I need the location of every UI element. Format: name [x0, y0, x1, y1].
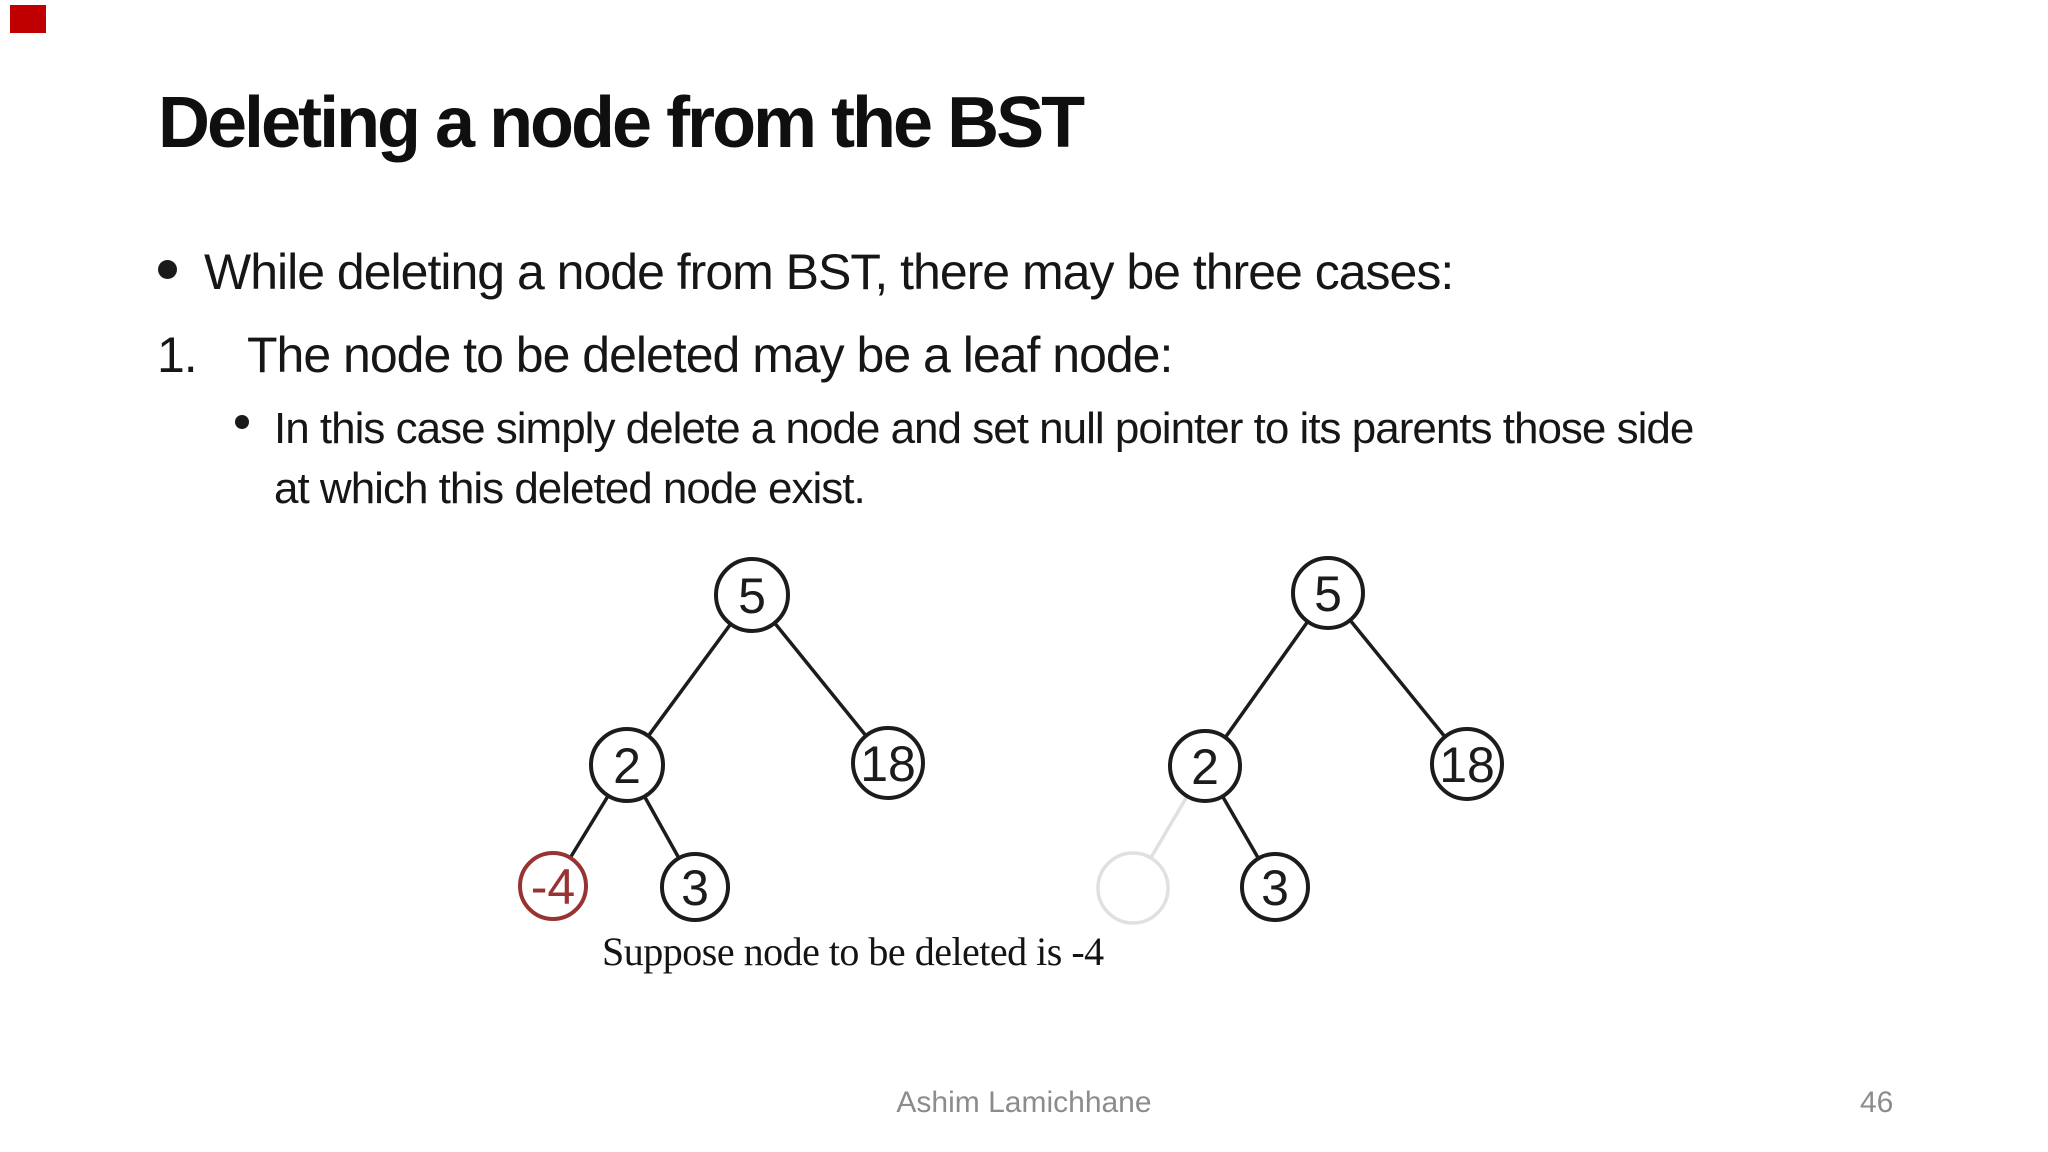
sub-bullet-text: In this case simply delete a node and se…	[274, 399, 1694, 519]
tree-node-label-2: 2	[613, 738, 641, 794]
red-marker	[10, 5, 46, 33]
tree-node-circle-18	[851, 726, 925, 800]
case-text: The node to be deleted may be a leaf nod…	[247, 327, 1173, 383]
tree-node-label-3: 3	[681, 860, 709, 916]
tree-node-label-5: 5	[738, 568, 766, 624]
tree-node-circle-3	[1240, 852, 1310, 922]
tree-node-label--4: -4	[531, 859, 575, 915]
tree-node-circle-18	[1430, 727, 1504, 801]
tree-node-circle--4	[518, 851, 588, 921]
tree-node-label-18: 18	[1439, 737, 1495, 793]
diagram-caption: Suppose node to be deleted is -4	[602, 929, 1104, 974]
tree-before-deletion: 5 2 18 -4 3	[518, 557, 925, 922]
deleted-node-placeholder	[1096, 851, 1170, 925]
tree-node-circle-2	[589, 727, 665, 803]
tree-after-deletion: 5 2 18 3	[1096, 556, 1504, 925]
tree-node-circle-5	[1291, 556, 1365, 630]
case-number: 1.	[157, 327, 198, 383]
sub-bullet-icon	[235, 415, 249, 429]
tree-node-label-18: 18	[860, 736, 916, 792]
tree-node-circle-5	[714, 557, 790, 633]
bullet-icon	[158, 260, 177, 279]
sub-bullet-line-1: In this case simply delete a node and se…	[274, 404, 1694, 453]
footer-author: Ashim Lamichhane	[896, 1086, 1152, 1119]
tree-node-label-2: 2	[1191, 739, 1219, 795]
tree-node-circle-3	[660, 852, 730, 922]
tree-node-label-3: 3	[1261, 860, 1289, 916]
page-number: 46	[1860, 1086, 1894, 1119]
page-title: Deleting a node from the BST	[158, 83, 1085, 163]
tree-node-label-5: 5	[1314, 566, 1342, 622]
main-bullet-text: While deleting a node from BST, there ma…	[204, 244, 1454, 300]
sub-bullet-line-2: at which this deleted node exist.	[274, 464, 866, 513]
tree-node-circle-2	[1168, 729, 1242, 803]
